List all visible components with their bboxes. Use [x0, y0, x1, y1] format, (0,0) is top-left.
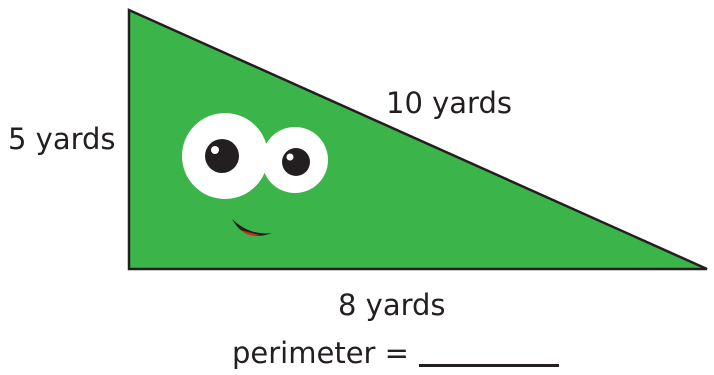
left-pupil: [205, 139, 239, 173]
perimeter-prompt: perimeter =: [232, 336, 409, 370]
triangle-face: [182, 113, 328, 236]
right-triangle: [127, 8, 708, 271]
bottom-side-label: 8 yards: [338, 288, 446, 322]
right-eye-highlight: [286, 153, 294, 161]
hypotenuse-label: 10 yards: [386, 86, 512, 120]
left-side-label: 5 yards: [8, 122, 116, 156]
answer-blank[interactable]: [418, 364, 559, 367]
perimeter-question: perimeter =: [232, 339, 559, 368]
left-eye-highlight: [211, 146, 219, 154]
smile-tongue: [241, 230, 260, 236]
right-pupil: [282, 148, 310, 176]
smile-mouth: [232, 219, 272, 236]
